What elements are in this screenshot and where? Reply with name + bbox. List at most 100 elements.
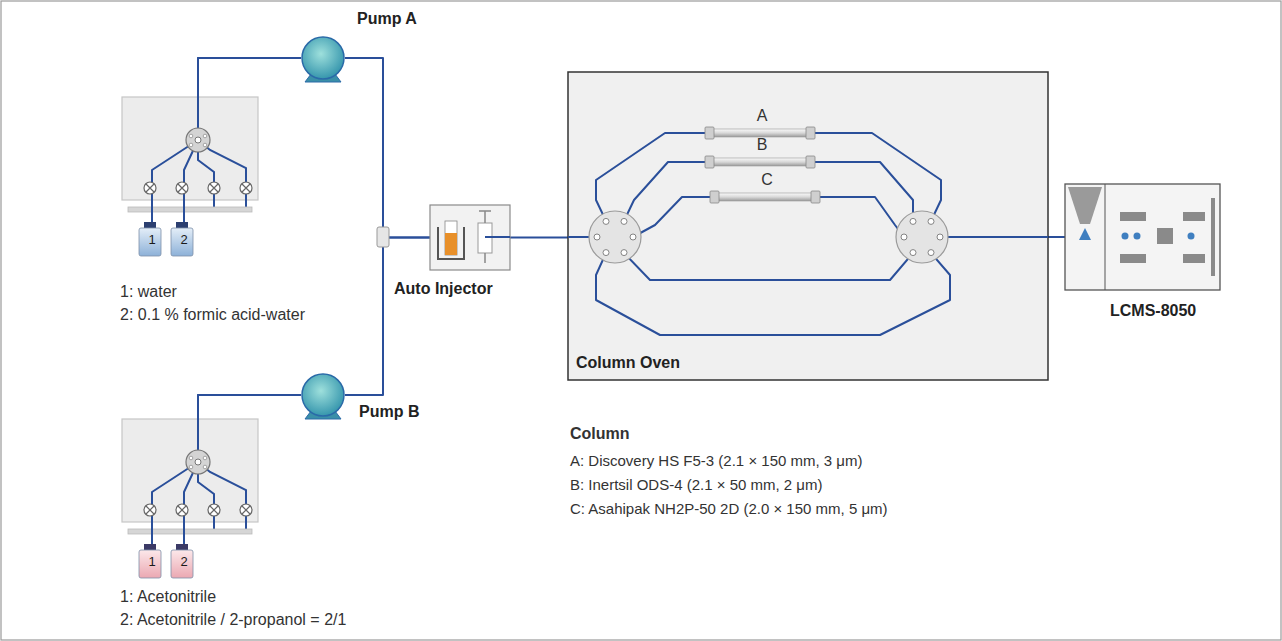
injector-line [485,236,510,238]
tubing-connector [184,395,301,544]
solvent-bottle: 2 [171,544,197,578]
tubing [940,236,1048,238]
shutoff-valve [210,184,218,192]
bottle-cap [144,544,156,550]
tubing-connector [152,58,301,222]
shutoff-valve [144,182,156,194]
shutoff-valve [242,184,250,192]
column-letter: B [705,136,819,154]
ms-component [1211,198,1215,276]
selection-valve [186,128,210,152]
bottle-number: 1 [139,233,165,248]
shutoff-valve [144,182,156,194]
switching-valve [589,211,641,263]
shutoff-valve [208,504,220,516]
switching-valve [928,218,934,224]
switching-valve [603,218,609,224]
connector-layer [152,58,1065,544]
ms-component [1120,254,1146,263]
switching-valve [910,218,916,224]
unit-label: LCMS-8050 [1110,302,1196,320]
injector-body [430,205,510,270]
switching-valve [589,211,641,263]
tubing-connector [510,237,568,239]
selection-valve [195,137,201,143]
node-shape [430,205,510,270]
column-spec: B: Inertsil ODS-4 (2.1 × 50 mm, 2 μm) [570,476,822,493]
selection-valve [186,450,210,474]
unit-label: Pump A [357,10,417,28]
column-fitting [705,127,714,139]
solvent-note: 2: 0.1 % formic acid-water [120,306,305,324]
sample [445,233,457,255]
column-fitting [705,156,714,168]
mass-spectrometer: LCMS-8050 [1065,184,1220,290]
solvent-note: 2: Acetonitrile / 2-propanol = 2/1 [120,611,346,629]
bottle-number: 2 [171,555,197,570]
tubing [624,162,705,221]
column-tube [716,193,814,201]
solvent-valve-unit [122,97,258,212]
shutoff-valve [176,182,188,194]
switching-valve [621,250,627,256]
pump-head [302,37,344,79]
ms-component [1157,228,1173,244]
auto-injector: Auto Injector [430,205,510,270]
tubing-connector [152,395,301,544]
unit-label: Pump B [359,403,419,421]
vial [445,221,457,255]
bottle-cap [144,222,156,228]
selection-valve [189,465,193,469]
solvent-valve-unit [122,419,258,534]
column-spec: A: Discovery HS F5-3 (2.1 × 150 mm, 3 μm… [570,452,862,469]
bottle-cap [176,222,188,228]
unit-label: Auto Injector [394,280,493,298]
shutoff-valve [176,182,188,194]
column-spec: C: Asahipak NH2P-50 2D (2.0 × 150 mm, 5 … [570,500,888,517]
shutoff-valve [146,184,154,192]
shutoff-valve [176,504,188,516]
shutoff-valve [210,506,218,514]
tubing [815,162,913,221]
selection-valve [203,456,207,460]
unit-label: Column Oven [576,354,680,372]
selection-valve [203,143,207,147]
ms-component [1183,254,1205,263]
shutoff-valve [176,504,188,516]
switching-valve [630,234,636,240]
tubing [633,197,710,237]
column-heading: Column [570,425,630,443]
tubing-connector [345,238,430,396]
shutoff-valve [178,506,186,514]
column-tube [711,129,809,137]
ion-source [1068,187,1102,224]
solvent-bottle: 2 [171,222,197,256]
column: B [705,140,819,172]
solvent-bottle: 1 [139,222,165,256]
pump-head [302,374,344,416]
tubing [596,253,950,335]
shutoff-valve [208,182,220,194]
column-fitting [806,156,815,168]
pump: Pump B [301,373,345,417]
switching-valve [928,250,934,256]
switching-valve [621,218,627,224]
selection-valve [195,459,201,465]
ion-path-dot [1134,233,1141,240]
switching-valve [910,250,916,256]
pump: Pump A [301,36,345,80]
tubing-connector [1048,236,1065,238]
bottle-number: 2 [171,233,197,248]
solvent-bottle: 1 [139,544,165,578]
shutoff-valve [240,504,252,516]
shutoff-valve [240,182,252,194]
oven-housing [568,72,1048,380]
column-fitting [710,191,719,203]
selection-valve [189,456,193,460]
switching-valve [594,234,600,240]
node-shape [301,36,345,80]
column-switching-wiring [568,133,1048,335]
shutoff-valve [178,184,186,192]
node-shape [1065,184,1220,290]
